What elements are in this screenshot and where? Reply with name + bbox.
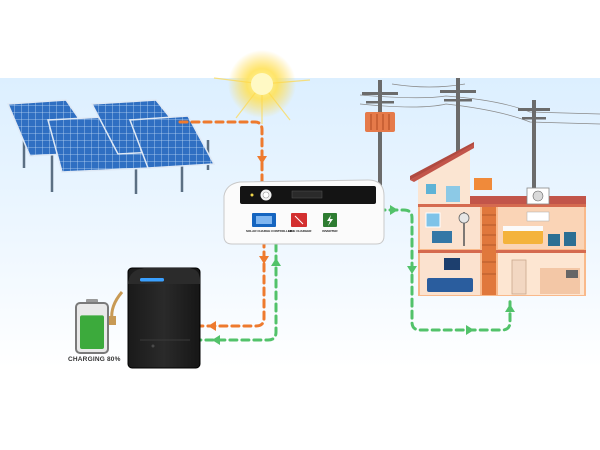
solar-power-flow-line [178,120,266,328]
ac-power-flow-line [198,208,512,342]
battery-charge-label: CHARGING 80% [68,356,121,363]
solar-panel-array-icon [6,99,216,194]
battery-status-led-icon [140,278,164,282]
panel-label-solar-charge-controller: SOLAR CHARGE CONTROLLER [246,229,292,233]
utility-pole-icon [362,78,550,195]
hybrid-inverter-unit [223,179,385,245]
house-icon [410,142,586,296]
sun-icon [213,50,311,124]
battery-charge-fill [80,315,104,349]
transformer-icon [365,112,395,132]
lithium-battery-pack [109,267,201,369]
flow-arrow-icons [208,156,515,345]
battery-charge-indicator-icon [75,299,109,354]
inverter-brand-plate [291,190,323,199]
panel-label-inverter: INVERTER [322,229,338,233]
panel-label-line-charger: LINE CHARGER [288,229,312,233]
